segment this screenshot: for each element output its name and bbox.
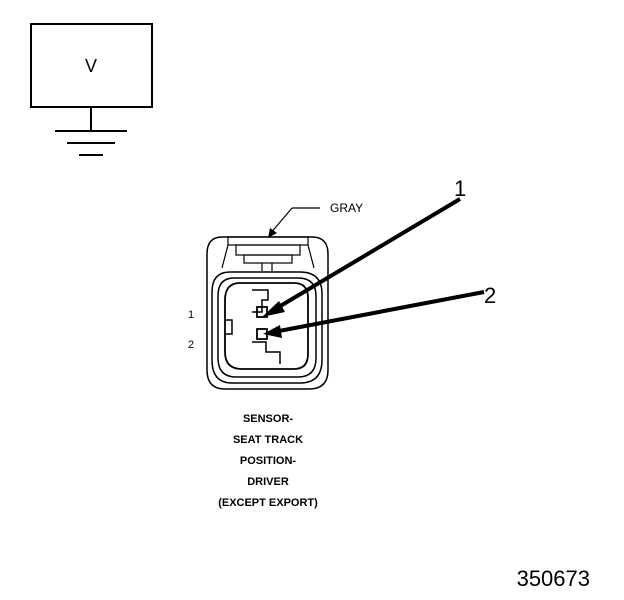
caption-line: SENSOR-	[242, 413, 294, 425]
voltmeter-label: V	[84, 56, 97, 76]
caption-line: SEAT TRACK	[232, 434, 304, 446]
callout-number-1: 1	[454, 176, 467, 201]
wire-color-leader	[268, 207, 320, 238]
caption-line: DRIVER	[247, 476, 289, 488]
caption-line: (EXCEPT EXPORT)	[218, 497, 318, 509]
callout-arrow-1	[262, 197, 462, 317]
pin-label-2: 2	[188, 339, 195, 351]
callout-number-2: 2	[484, 283, 497, 308]
caption-line: POSITION-	[239, 455, 297, 467]
figure-id: 350673	[516, 566, 590, 591]
ground-icon	[55, 107, 127, 156]
callout-arrow-2	[263, 290, 485, 338]
wire-color-label: GRAY	[330, 201, 364, 215]
pin-label-1: 1	[188, 309, 195, 321]
